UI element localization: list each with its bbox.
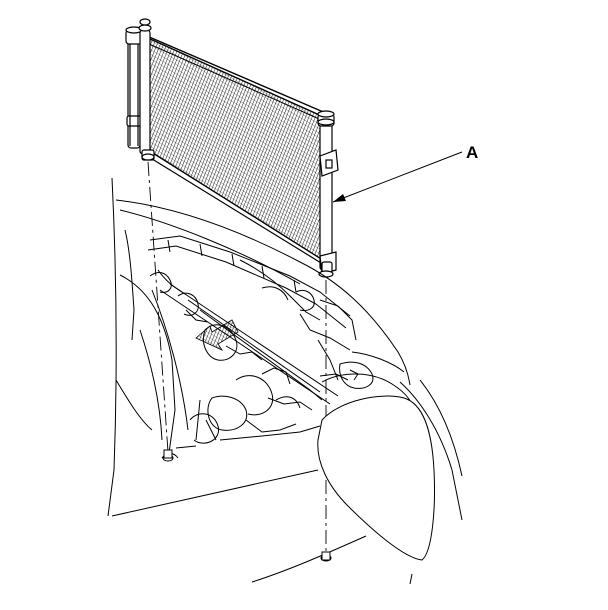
right-end-tank	[317, 110, 339, 278]
headlight-housing	[317, 395, 435, 561]
vehicle-body	[107, 177, 463, 585]
install-direction-arrow	[195, 319, 239, 351]
condenser	[125, 18, 339, 278]
mounting-brackets	[162, 449, 332, 562]
callout-a: A	[332, 143, 478, 203]
callout-a-label: A	[466, 143, 478, 162]
left-receiver-tank	[125, 18, 155, 161]
